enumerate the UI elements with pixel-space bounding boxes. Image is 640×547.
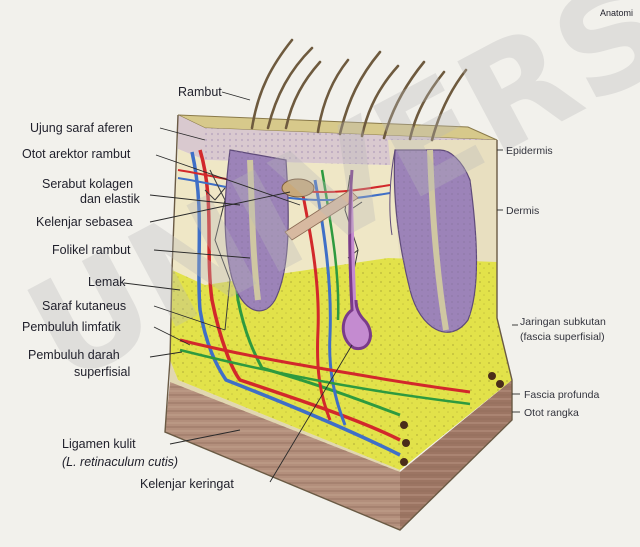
- label-lemak: Lemak: [88, 275, 126, 289]
- label-ligamen-line1: Ligamen kulit: [62, 437, 136, 451]
- vessel-dot: [400, 421, 408, 429]
- label-serabut-line1: Serabut kolagen: [42, 177, 133, 191]
- vessel-dot: [402, 439, 410, 447]
- label-epidermis: Epidermis: [506, 145, 553, 157]
- label-jaringan-line1: Jaringan subkutan: [520, 316, 606, 328]
- label-jaringan-line2: (fascia superfisial): [520, 331, 605, 343]
- vessel-dot: [400, 458, 408, 466]
- label-fascia-profunda: Fascia profunda: [524, 389, 599, 401]
- label-kelenjar-sebasea: Kelenjar sebasea: [36, 215, 133, 229]
- label-dermis: Dermis: [506, 205, 539, 217]
- label-ligamen-line2: (L. retinaculum cutis): [62, 455, 178, 469]
- labels-right: Epidermis Dermis Jaringan subkutan (fasc…: [506, 145, 606, 419]
- label-pembuluh-darah-line1: Pembuluh darah: [28, 348, 120, 362]
- label-serabut-line2: dan elastik: [80, 192, 141, 206]
- label-saraf-kutaneus: Saraf kutaneus: [42, 299, 126, 313]
- label-pembuluh-darah-line2: superfisial: [74, 365, 130, 379]
- label-otot-arektor: Otot arektor rambut: [22, 147, 131, 161]
- label-rambut: Rambut: [178, 85, 222, 99]
- vessel-dot: [488, 372, 496, 380]
- label-kelenjar-keringat: Kelenjar keringat: [140, 477, 234, 491]
- label-otot-rangka: Otot rangka: [524, 407, 579, 419]
- label-pembuluh-limfatik: Pembuluh limfatik: [22, 320, 121, 334]
- label-folikel: Folikel rambut: [52, 243, 131, 257]
- vessel-dot: [496, 380, 504, 388]
- label-ujung-saraf: Ujung saraf aferen: [30, 121, 133, 135]
